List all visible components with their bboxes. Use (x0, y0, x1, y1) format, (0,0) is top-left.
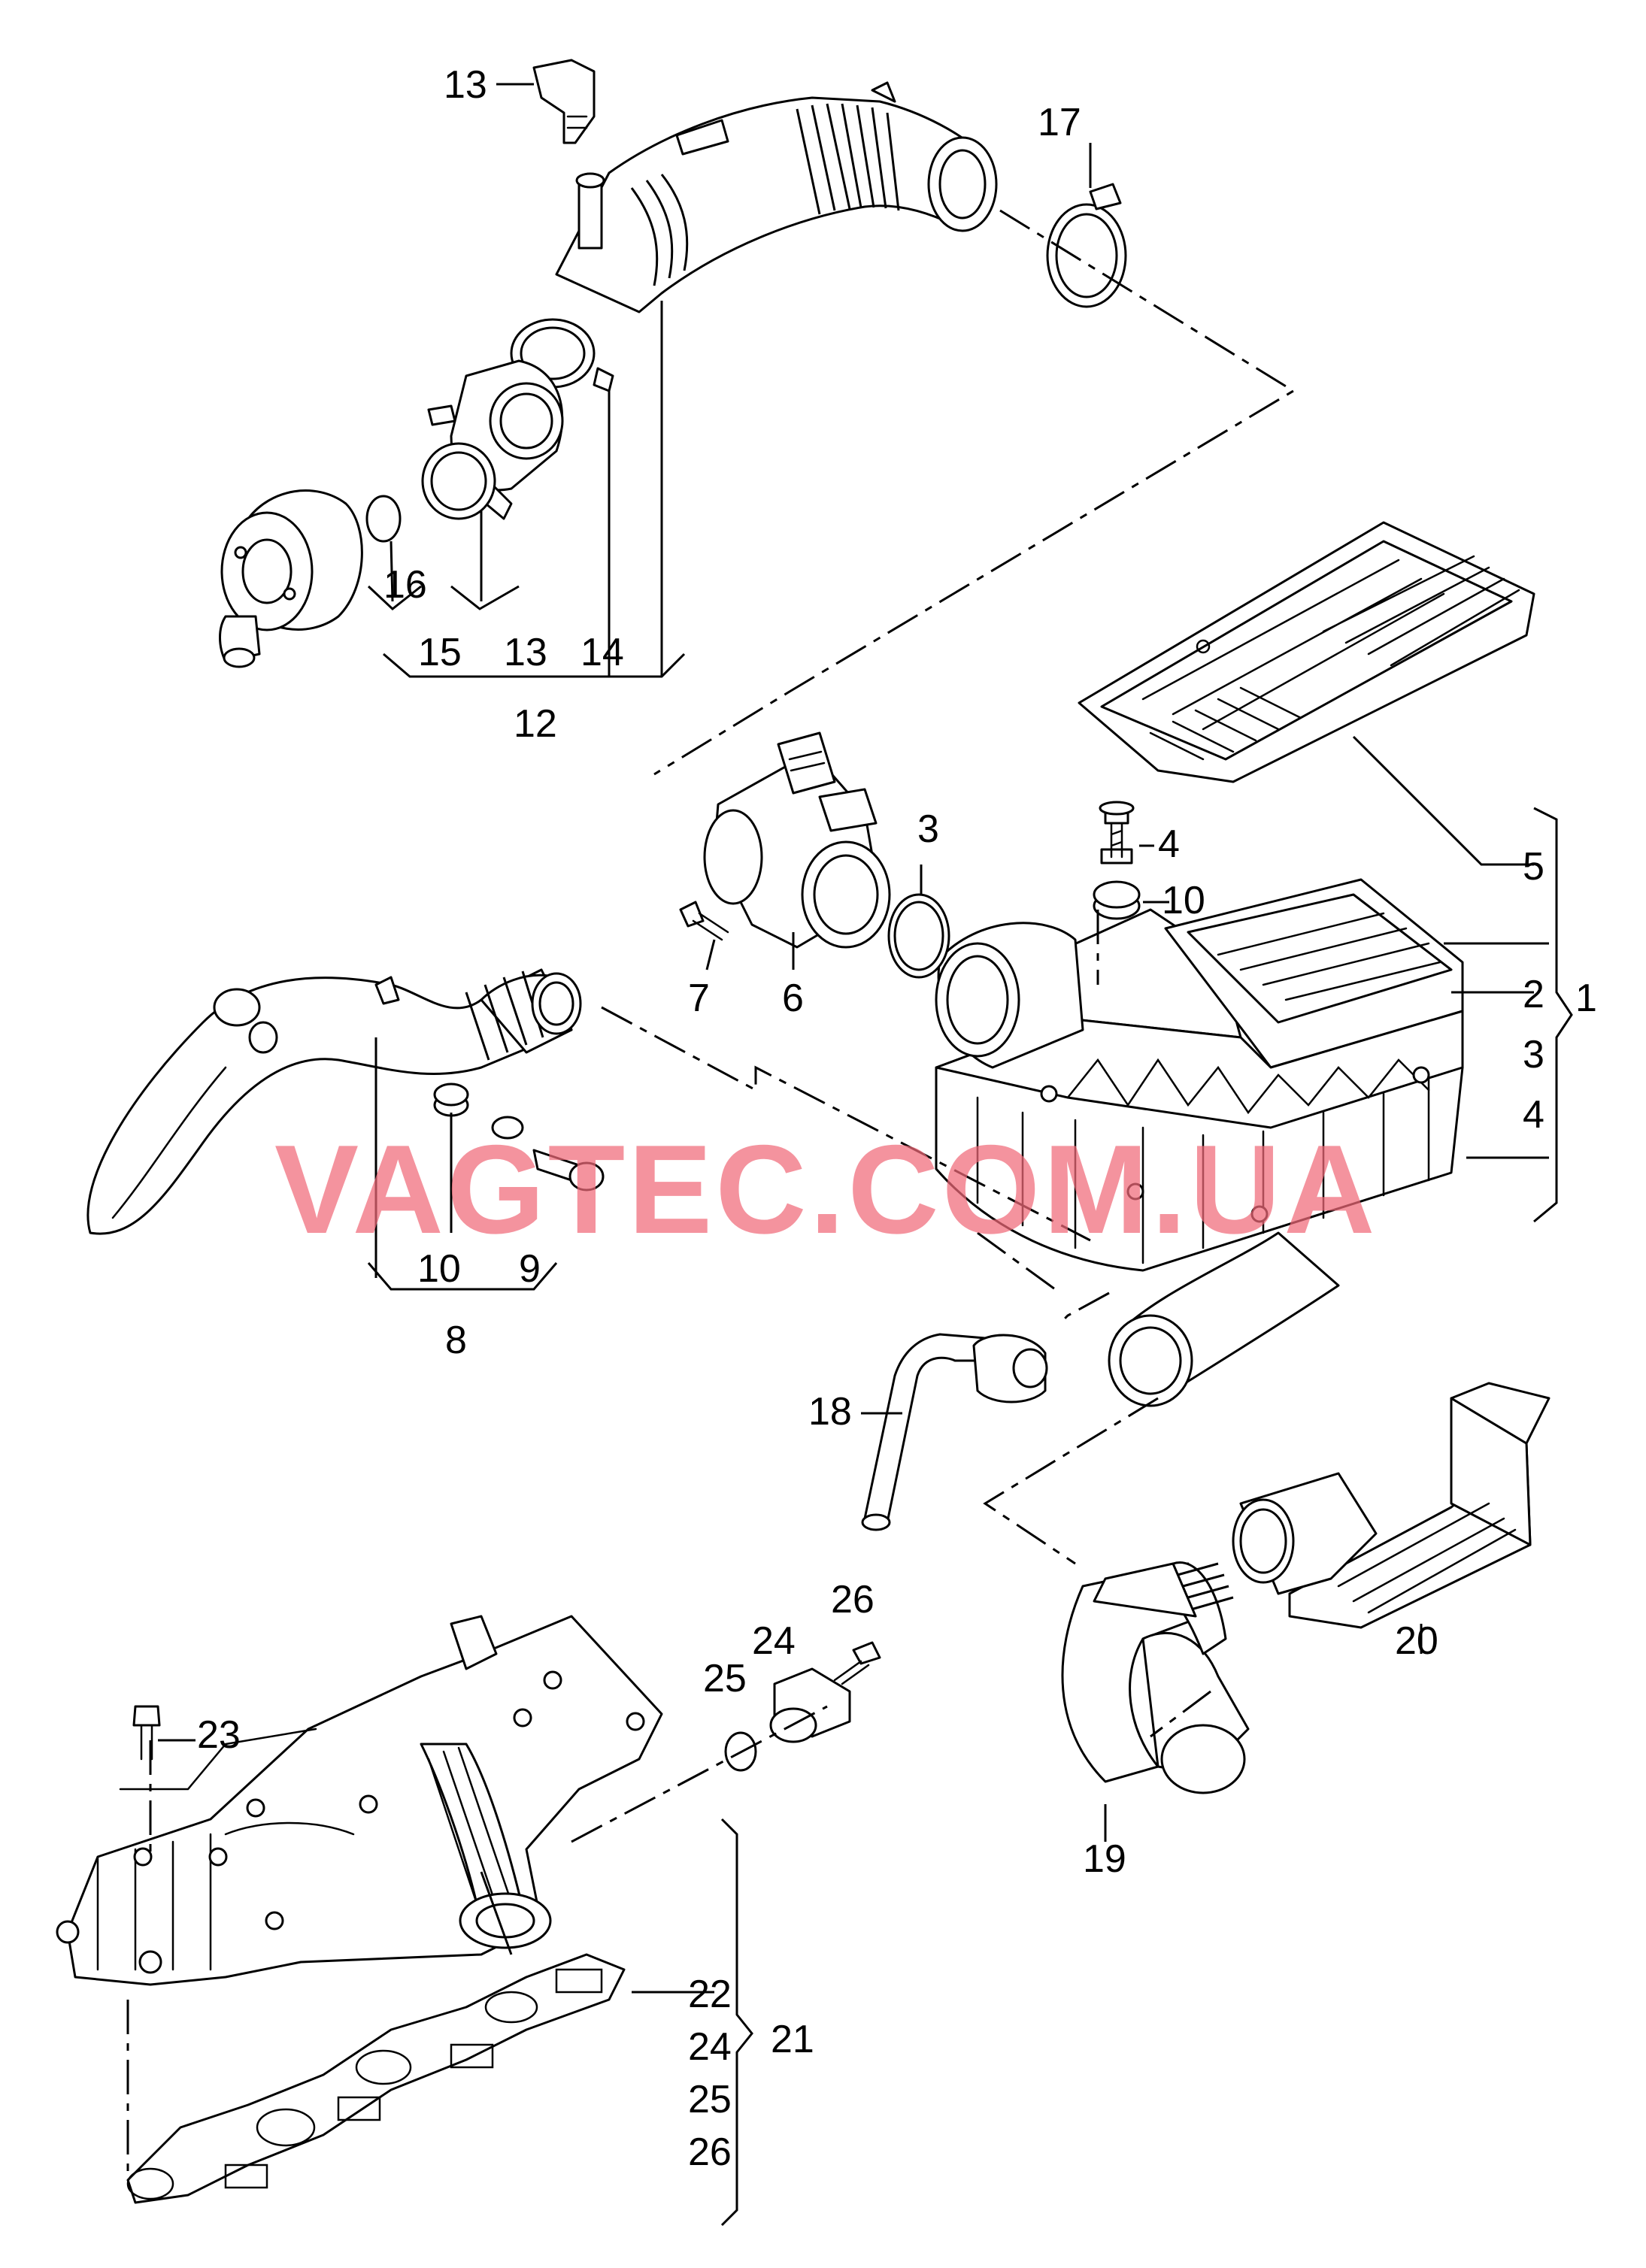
label-10-grommet: 10 (1162, 879, 1205, 922)
leader-lines (158, 83, 1549, 1994)
group-braces (367, 585, 1573, 2227)
label-7: 7 (688, 977, 710, 1020)
label-6: 6 (782, 977, 804, 1020)
label-23: 23 (197, 1713, 241, 1757)
intake-manifold-21 (56, 1615, 881, 2204)
label-4-group: 4 (1523, 1093, 1544, 1137)
label-3-group: 3 (1523, 1033, 1544, 1076)
hose-clamp-17 (1046, 183, 1127, 308)
label-25-top: 25 (703, 1657, 747, 1700)
label-16: 16 (383, 563, 427, 607)
label-17: 17 (1038, 101, 1081, 144)
label-26-top: 26 (831, 1578, 875, 1622)
label-10-group: 10 (417, 1247, 461, 1291)
label-12: 12 (514, 702, 557, 746)
intake-pipe-8 (86, 968, 605, 1235)
label-13-group: 13 (504, 631, 547, 674)
label-25-group: 25 (688, 2078, 732, 2121)
air-duct-20 (1232, 1382, 1551, 1629)
air-filter-element (1078, 521, 1535, 783)
air-filter-housing (935, 801, 1464, 1272)
label-24-top: 24 (752, 1619, 796, 1663)
assembly-lines (126, 209, 1296, 2180)
label-15: 15 (418, 631, 462, 674)
air-mass-meter (679, 731, 950, 979)
label-1: 1 (1575, 977, 1597, 1020)
label-3-seal: 3 (917, 807, 939, 851)
watermark-text: VAGTEC.COM.UA (274, 1119, 1378, 1260)
label-22: 22 (688, 1973, 732, 2016)
label-18: 18 (808, 1390, 852, 1434)
label-8: 8 (445, 1319, 467, 1362)
label-4-bolt: 4 (1158, 822, 1180, 866)
label-13-top: 13 (444, 63, 487, 107)
label-21: 21 (771, 2018, 814, 2061)
label-2: 2 (1523, 973, 1544, 1016)
callout-labels: 13 17 3 4 10 16 15 13 14 12 5 2 3 4 1 7 … (197, 63, 1597, 2174)
label-14: 14 (580, 631, 624, 674)
intake-hose-assembly (219, 59, 998, 668)
label-19: 19 (1083, 1837, 1126, 1881)
intake-hose-19 (1061, 1231, 1340, 1794)
label-24-group: 24 (688, 2025, 732, 2069)
label-26-group: 26 (688, 2130, 732, 2174)
breather-hose-18 (861, 1333, 1048, 1531)
label-5: 5 (1523, 845, 1544, 889)
label-9: 9 (519, 1247, 541, 1291)
label-20: 20 (1395, 1619, 1438, 1663)
